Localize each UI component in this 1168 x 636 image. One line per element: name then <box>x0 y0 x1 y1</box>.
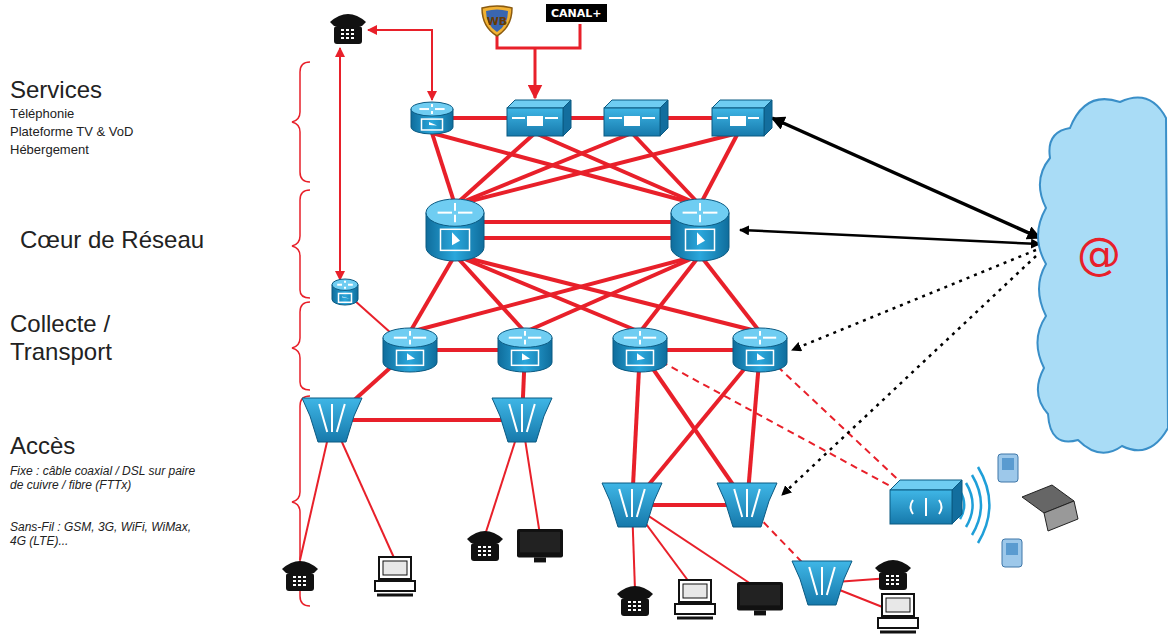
router-icon <box>411 102 453 134</box>
layer-title: Cœur de Réseau <box>20 226 290 254</box>
network-link <box>700 255 760 332</box>
internet-arrow <box>792 250 1036 350</box>
computer-icon <box>878 594 918 632</box>
logo-text: WB <box>487 15 508 28</box>
network-link <box>640 350 925 505</box>
server-box <box>712 100 772 136</box>
access-switch <box>492 398 552 442</box>
network-link <box>455 133 738 205</box>
computer-icon <box>675 580 715 618</box>
network-link <box>455 255 525 332</box>
layer-note: Sans-Fil : GSM, 3G, WiFi, WiMax, 4G (LTE… <box>10 520 210 548</box>
router-icon <box>613 328 667 372</box>
layer-note: Plateforme TV & VoD <box>10 124 280 139</box>
network-link <box>525 255 700 332</box>
layer-title: Services <box>10 76 280 104</box>
internet-arrow <box>782 256 1036 495</box>
router-icon <box>498 328 552 372</box>
network-link <box>632 350 760 505</box>
access-switch <box>602 483 662 527</box>
network-link <box>455 220 700 224</box>
network-link <box>632 350 640 505</box>
network-link <box>700 133 738 205</box>
telephony-arrow <box>368 30 432 100</box>
telephone-icon <box>875 560 911 590</box>
tv-monitor <box>737 582 783 616</box>
layer-note: Téléphonie <box>10 106 280 121</box>
internet-arrow <box>740 230 1040 244</box>
network-link <box>455 255 760 332</box>
router-icon <box>426 199 484 261</box>
mobile-phone <box>998 454 1018 482</box>
network-link <box>640 255 700 332</box>
internet-arrow <box>772 118 1040 238</box>
internet-cloud: @ <box>1030 88 1168 460</box>
telephone-icon <box>282 561 318 591</box>
radio-waves <box>978 467 989 543</box>
network-link <box>535 133 700 205</box>
content-feed <box>497 24 580 48</box>
radio-waves <box>966 483 973 527</box>
content-feed-arrow <box>534 48 537 98</box>
logo-shield: WB <box>480 5 514 37</box>
telephone-icon <box>330 14 366 44</box>
layer-note: Hébergement <box>10 142 280 157</box>
router-icon <box>671 199 729 261</box>
network-link <box>410 255 700 332</box>
router-icon <box>332 279 358 305</box>
network-link <box>747 350 760 505</box>
wireless-access-point <box>890 480 962 524</box>
access-switch <box>792 561 852 605</box>
router-icon <box>383 328 437 372</box>
network-link <box>432 133 455 205</box>
radio-waves <box>972 475 981 535</box>
logo-box: CANAL+ <box>546 4 607 22</box>
network-link <box>332 418 522 422</box>
computer-icon <box>375 557 415 595</box>
telephone-icon <box>467 531 503 561</box>
mobile-phone <box>1002 539 1022 567</box>
network-link <box>432 133 700 205</box>
logo-text: CANAL+ <box>551 7 602 20</box>
router-icon <box>733 328 787 372</box>
tv-monitor <box>517 529 563 563</box>
layer-note: Fixe : câble coaxial / DSL sur paire de … <box>10 464 210 492</box>
telephony-arrow <box>339 48 341 280</box>
internet-symbol: @ <box>1077 228 1121 279</box>
server-box <box>507 100 571 136</box>
server-box <box>604 100 668 136</box>
laptop-icon <box>1022 485 1078 531</box>
access-switch <box>302 398 362 442</box>
access-switch <box>717 483 777 527</box>
layer-title: Accès <box>10 432 280 460</box>
network-link <box>455 133 632 205</box>
layer-title: Collecte / Transport <box>10 310 140 366</box>
network-link <box>455 236 700 240</box>
telephone-icon <box>617 586 653 616</box>
